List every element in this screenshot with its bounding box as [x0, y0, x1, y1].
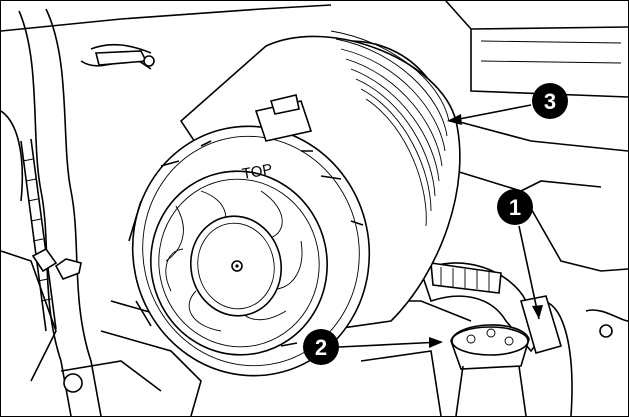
bolt — [31, 247, 82, 280]
callout-3-label: 3 — [544, 89, 556, 114]
evacuator-cap — [450, 324, 530, 416]
air-filter-housing: TOP — [128, 30, 461, 377]
callout-2: 2 — [303, 329, 443, 365]
callout-1: 1 — [497, 189, 543, 320]
top-label: TOP — [241, 161, 274, 183]
callout-1-label: 1 — [509, 195, 521, 220]
callout-2-label: 2 — [315, 335, 327, 360]
callout-3: 3 — [447, 83, 568, 125]
